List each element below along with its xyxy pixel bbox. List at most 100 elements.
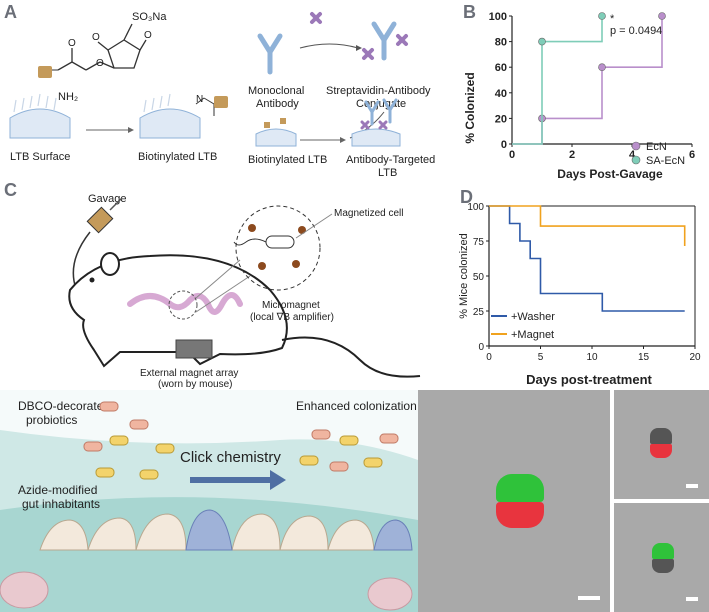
mouse-body-icon [68, 254, 421, 378]
azide-label-line1: Azide-modified [18, 483, 97, 497]
micromagnet-particle [298, 226, 306, 234]
y-tick-label: 60 [495, 62, 507, 74]
chart-b-xlabel: Days Post-Gavage [557, 167, 663, 181]
scale-bar [686, 484, 698, 488]
lamina-cell-icon [367, 577, 413, 611]
data-point [658, 12, 666, 20]
data-point [538, 37, 546, 46]
chart-b-star: * [610, 13, 615, 25]
ltb-surface-label: LTB Surface [10, 151, 70, 163]
n-atom-label: N [196, 94, 203, 105]
scale-bar [578, 596, 600, 600]
y-tick-label: 20 [495, 113, 507, 125]
micromagnet-particle [248, 224, 256, 232]
azide-label-line2: gut inhabitants [22, 497, 100, 511]
panel-f-micrograph-large [418, 390, 610, 612]
magnetized-cell-icon [233, 235, 295, 249]
probiotic-bacteria-icon [83, 401, 149, 452]
o-label: O [144, 30, 152, 41]
ltb-surface-icon [9, 93, 71, 139]
dbco-label-line1: DBCO-decorated [18, 399, 110, 413]
panel-letter-a: A [4, 2, 17, 22]
biotinylated-ltb-small-icon [255, 118, 297, 147]
legend-label-magnet: +Magnet [511, 329, 554, 341]
y-tick-label: 100 [467, 202, 484, 213]
nh2-label: NH₂ [58, 91, 78, 103]
micromagnet-label-line1: Micromagnet [262, 300, 320, 311]
panel-c-mouse-schematic: Gavage Magnetized cell Micromagnet (loca… [68, 193, 421, 390]
micromagnet-label-line2: (local ∇B amplifier) [250, 312, 334, 323]
zoom-region-small [168, 290, 198, 320]
cell-green-half [496, 474, 544, 502]
o-label: O [68, 38, 76, 49]
targeted-label-line1: Antibody-Targeted [346, 154, 435, 166]
chart-b-ylabel: % Colonized [463, 72, 477, 143]
antibody-targeted-ltb-icon [351, 98, 401, 147]
gut-bacteria-icon [95, 435, 175, 480]
so3na-label: SO₃Na [132, 11, 167, 23]
panel-letter-b: B [463, 2, 476, 22]
x-tick-label: 2 [569, 149, 575, 161]
data-point [598, 63, 606, 71]
y-tick-label: 0 [501, 139, 507, 151]
colonized-cluster-icon [299, 429, 399, 472]
antibody-icon [257, 33, 283, 75]
y-tick-label: 80 [495, 37, 507, 49]
micromagnet-particle [258, 262, 266, 270]
mouse-ear [100, 252, 120, 276]
dbco-label-line2: probiotics [26, 413, 77, 427]
biotinylated-ltb2-label: Biotinylated LTB [248, 154, 327, 166]
gavage-label: Gavage [88, 193, 127, 205]
magnetized-cell-label: Magnetized cell [334, 208, 403, 219]
o-label: O [92, 32, 100, 43]
conjugate-label-line1: Streptavidin-Antibody [326, 85, 431, 97]
streptavidin-icon [310, 12, 322, 24]
panel-letter-c: C [4, 180, 17, 200]
biotinylated-ltb-label: Biotinylated LTB [138, 151, 217, 163]
epithelium-icon [39, 513, 375, 551]
conjugate-label-line2: Conjugate [356, 98, 406, 110]
x-tick-label: 10 [586, 352, 598, 363]
cell-red-half [496, 502, 544, 528]
targeted-label-line2: LTB [378, 167, 397, 179]
panel-f-micrograph-top-right [614, 390, 709, 499]
series-line-2 [489, 205, 686, 247]
panel-letter-d: D [460, 187, 473, 207]
y-tick-label: 40 [495, 88, 507, 100]
legend-marker-sa-ecn [631, 155, 641, 165]
click-chemistry-label: Click chemistry [180, 449, 281, 466]
cell-gray-half [652, 559, 674, 573]
legend-label-washer: +Washer [511, 311, 555, 323]
series-line-1 [489, 205, 685, 312]
y-tick-label: 0 [478, 342, 484, 353]
enhanced-label: Enhanced colonization [296, 399, 417, 413]
panel-a-schematic: O O O O SO₃Na NH₂ LTB Surface N Biotinyl… [9, 11, 435, 179]
legend-marker-ecn [631, 141, 641, 151]
antibody-label: Antibody [256, 98, 299, 110]
chart-d-xlabel: Days post-treatment [526, 372, 652, 387]
y-tick-label: 50 [473, 272, 485, 283]
array-label-line1: External magnet array [140, 368, 238, 379]
nhs-biotin-reagent [57, 23, 147, 71]
cell-green-half [652, 543, 674, 559]
legend-label-sa-ecn: SA-EcN [646, 155, 685, 167]
micromagnet-particle [292, 260, 300, 268]
cell-gray-half [650, 428, 672, 444]
chart-b-pvalue: p = 0.0494 [610, 25, 662, 37]
lamina-cell-icon [0, 571, 49, 609]
x-tick-label: 6 [689, 149, 695, 161]
array-label-line2: (worn by mouse) [158, 379, 232, 390]
panel-e-gut-illustration: DBCO-decorated probiotics Azide-modified… [0, 390, 418, 612]
data-point [598, 12, 606, 20]
intestine-icon [127, 292, 243, 315]
scale-bar [686, 597, 698, 601]
series-line-2 [512, 16, 603, 145]
chart-b-series [512, 12, 666, 145]
panel-f-micrograph-bottom-right [614, 503, 709, 612]
magnet-array-icon [175, 339, 213, 359]
x-tick-label: 20 [689, 352, 701, 363]
x-tick-label: 0 [509, 149, 515, 161]
zoom-region-large [235, 205, 321, 291]
